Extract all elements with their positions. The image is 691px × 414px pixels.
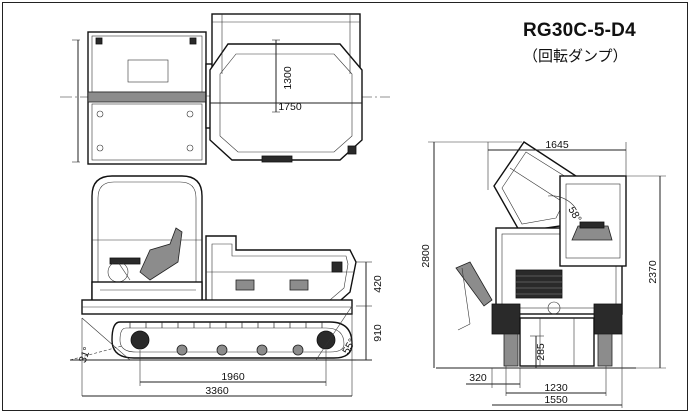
dim-1645-label: 1645 <box>545 139 569 151</box>
dim-1300-label: 1300 <box>282 66 294 90</box>
side-view: 31° 55° 420 910 1960 3360 <box>69 175 384 397</box>
dim-1230-label: 1230 <box>544 382 568 394</box>
dim-1750-label: 1750 <box>278 101 302 113</box>
dim-2370-label: 2370 <box>647 260 659 284</box>
model-subtitle: （回転ダンプ） <box>523 47 628 65</box>
dim-285-label: 285 <box>535 343 547 361</box>
dim-420-label: 420 <box>372 275 384 293</box>
dim-1960-label: 1960 <box>221 371 245 383</box>
dim-1550-label: 1550 <box>544 394 568 406</box>
dim-3360-label: 3360 <box>205 385 229 397</box>
angle-31-label: 31° <box>77 345 94 364</box>
top-view: 1300 1750 <box>60 13 390 165</box>
model-title: RG30C-5-D4 <box>523 20 636 41</box>
dim-2800-label: 2800 <box>420 244 432 268</box>
rear-view: 1645 2800 2370 58° 285 320 1230 1550 <box>420 139 666 408</box>
dim-320-label: 320 <box>469 372 487 384</box>
dim-910-label: 910 <box>372 324 384 342</box>
